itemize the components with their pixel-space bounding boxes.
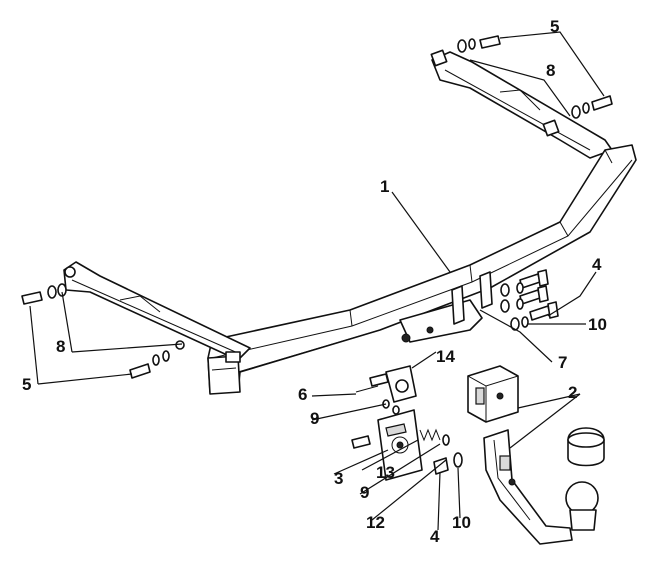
washer-icon [457, 39, 467, 53]
washer-icon [500, 283, 510, 297]
callout-4-bottom: 4 [430, 527, 440, 546]
right-side-arm [430, 49, 613, 159]
callout-5-top: 5 [550, 17, 559, 36]
bolt-icon [129, 363, 151, 379]
ball-cover [567, 427, 605, 467]
callout-13: 13 [376, 463, 395, 482]
washer-icon [162, 350, 170, 362]
washer-icon [516, 282, 524, 294]
callout-4-right: 4 [592, 255, 602, 274]
washer-icon [453, 452, 463, 468]
washer-icon [521, 316, 529, 328]
callout-10-right: 10 [588, 315, 607, 334]
callout-10-bottom: 10 [452, 513, 471, 532]
callout-12: 12 [366, 513, 385, 532]
washer-icon [582, 102, 590, 114]
hardware-left [21, 283, 170, 379]
washer-icon [392, 405, 400, 415]
callout-3: 3 [334, 469, 343, 488]
callout-8-left: 8 [56, 337, 65, 356]
washer-icon [571, 105, 581, 119]
washer-icon [47, 285, 57, 299]
washer-icon [152, 354, 160, 366]
towball-icon [483, 429, 573, 545]
bolt-icon [21, 291, 43, 305]
receiver-box [467, 365, 519, 423]
spring-icon [419, 428, 441, 442]
washer-icon [442, 434, 450, 446]
callout-14: 14 [436, 347, 455, 366]
bolt-icon [355, 385, 379, 393]
hardware-right-group [500, 269, 559, 331]
callout-9-bottom: 9 [360, 483, 369, 502]
bolt-icon [369, 373, 389, 387]
callout-2: 2 [568, 383, 577, 402]
washer-icon [516, 298, 524, 310]
washer-icon [57, 283, 67, 297]
bolt-icon [433, 457, 449, 475]
bolt-icon [519, 285, 549, 305]
callout-5-left: 5 [22, 375, 31, 394]
centre-bracket [399, 271, 493, 343]
bolt-icon [529, 301, 559, 321]
bolt-icon [519, 269, 549, 289]
callout-6: 6 [298, 385, 307, 404]
bolt-icon [591, 95, 613, 111]
callout-1: 1 [380, 177, 389, 196]
bolt-icon [479, 35, 501, 49]
callout-9-top: 9 [310, 409, 319, 428]
bolt-icon [351, 435, 371, 449]
left-side-arm [63, 261, 251, 363]
towball-neck [483, 429, 599, 545]
main-crossbar [207, 144, 637, 395]
callout-8-top: 8 [546, 61, 555, 80]
washer-icon [500, 299, 510, 313]
leader-lines [29, 31, 605, 531]
socket-plate-assembly [351, 365, 463, 481]
callout-7: 7 [558, 353, 567, 372]
washer-icon [468, 38, 476, 50]
hardware-top-right [457, 35, 613, 119]
washer-icon [510, 317, 520, 331]
